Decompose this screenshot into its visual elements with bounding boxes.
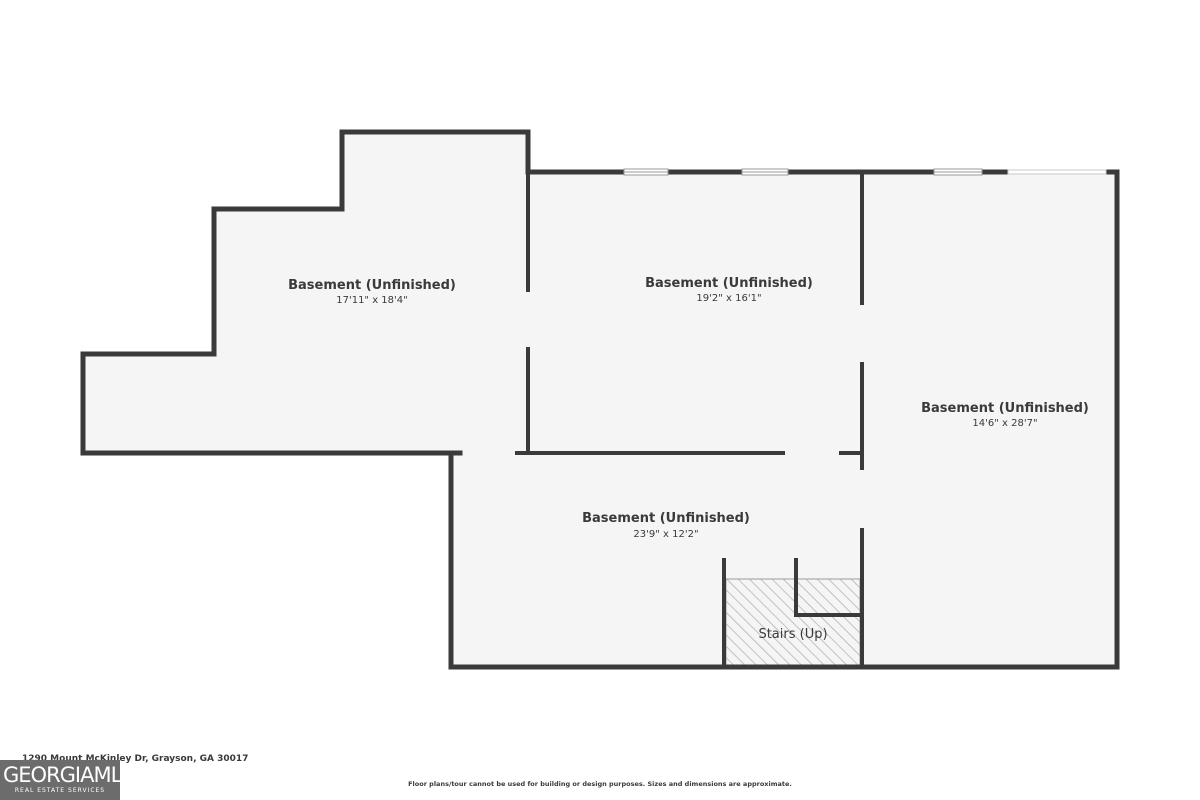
room-name: Basement (Unfinished) xyxy=(921,401,1089,416)
room-4: Basement (Unfinished) 23'9" x 12'2" xyxy=(582,511,750,540)
room-dimensions: 23'9" x 12'2" xyxy=(633,529,698,540)
room-1: Basement (Unfinished) 17'11" x 18'4" xyxy=(288,278,456,306)
windows xyxy=(623,168,983,176)
room-name: Basement (Unfinished) xyxy=(645,276,813,291)
property-address: 1290 Mount McKinley Dr, Grayson, GA 3001… xyxy=(22,754,249,764)
room-dimensions: 14'6" x 28'7" xyxy=(972,418,1037,429)
floor-area xyxy=(83,132,1117,667)
stairs-label: Stairs (Up) xyxy=(758,627,827,642)
room-name: Basement (Unfinished) xyxy=(288,278,456,293)
room-name: Basement (Unfinished) xyxy=(582,511,750,526)
georgia-mls-logo: GEORGIAMLS REAL ESTATE SERVICES xyxy=(0,760,120,800)
room-dimensions: 19'2" x 16'1" xyxy=(696,293,761,304)
room-2: Basement (Unfinished) 19'2" x 16'1" xyxy=(645,276,813,304)
stairs-area xyxy=(726,579,860,667)
sliding-door xyxy=(1007,169,1107,175)
room-dimensions: 17'11" x 18'4" xyxy=(336,295,408,306)
interior-walls xyxy=(515,172,864,667)
logo-sub-text: REAL ESTATE SERVICES xyxy=(14,787,106,794)
disclaimer-text: Floor plans/tour cannot be used for buil… xyxy=(408,780,792,788)
logo-main-text: GEORGIAMLS xyxy=(3,763,120,787)
room-3: Basement (Unfinished) 14'6" x 28'7" xyxy=(921,401,1089,429)
